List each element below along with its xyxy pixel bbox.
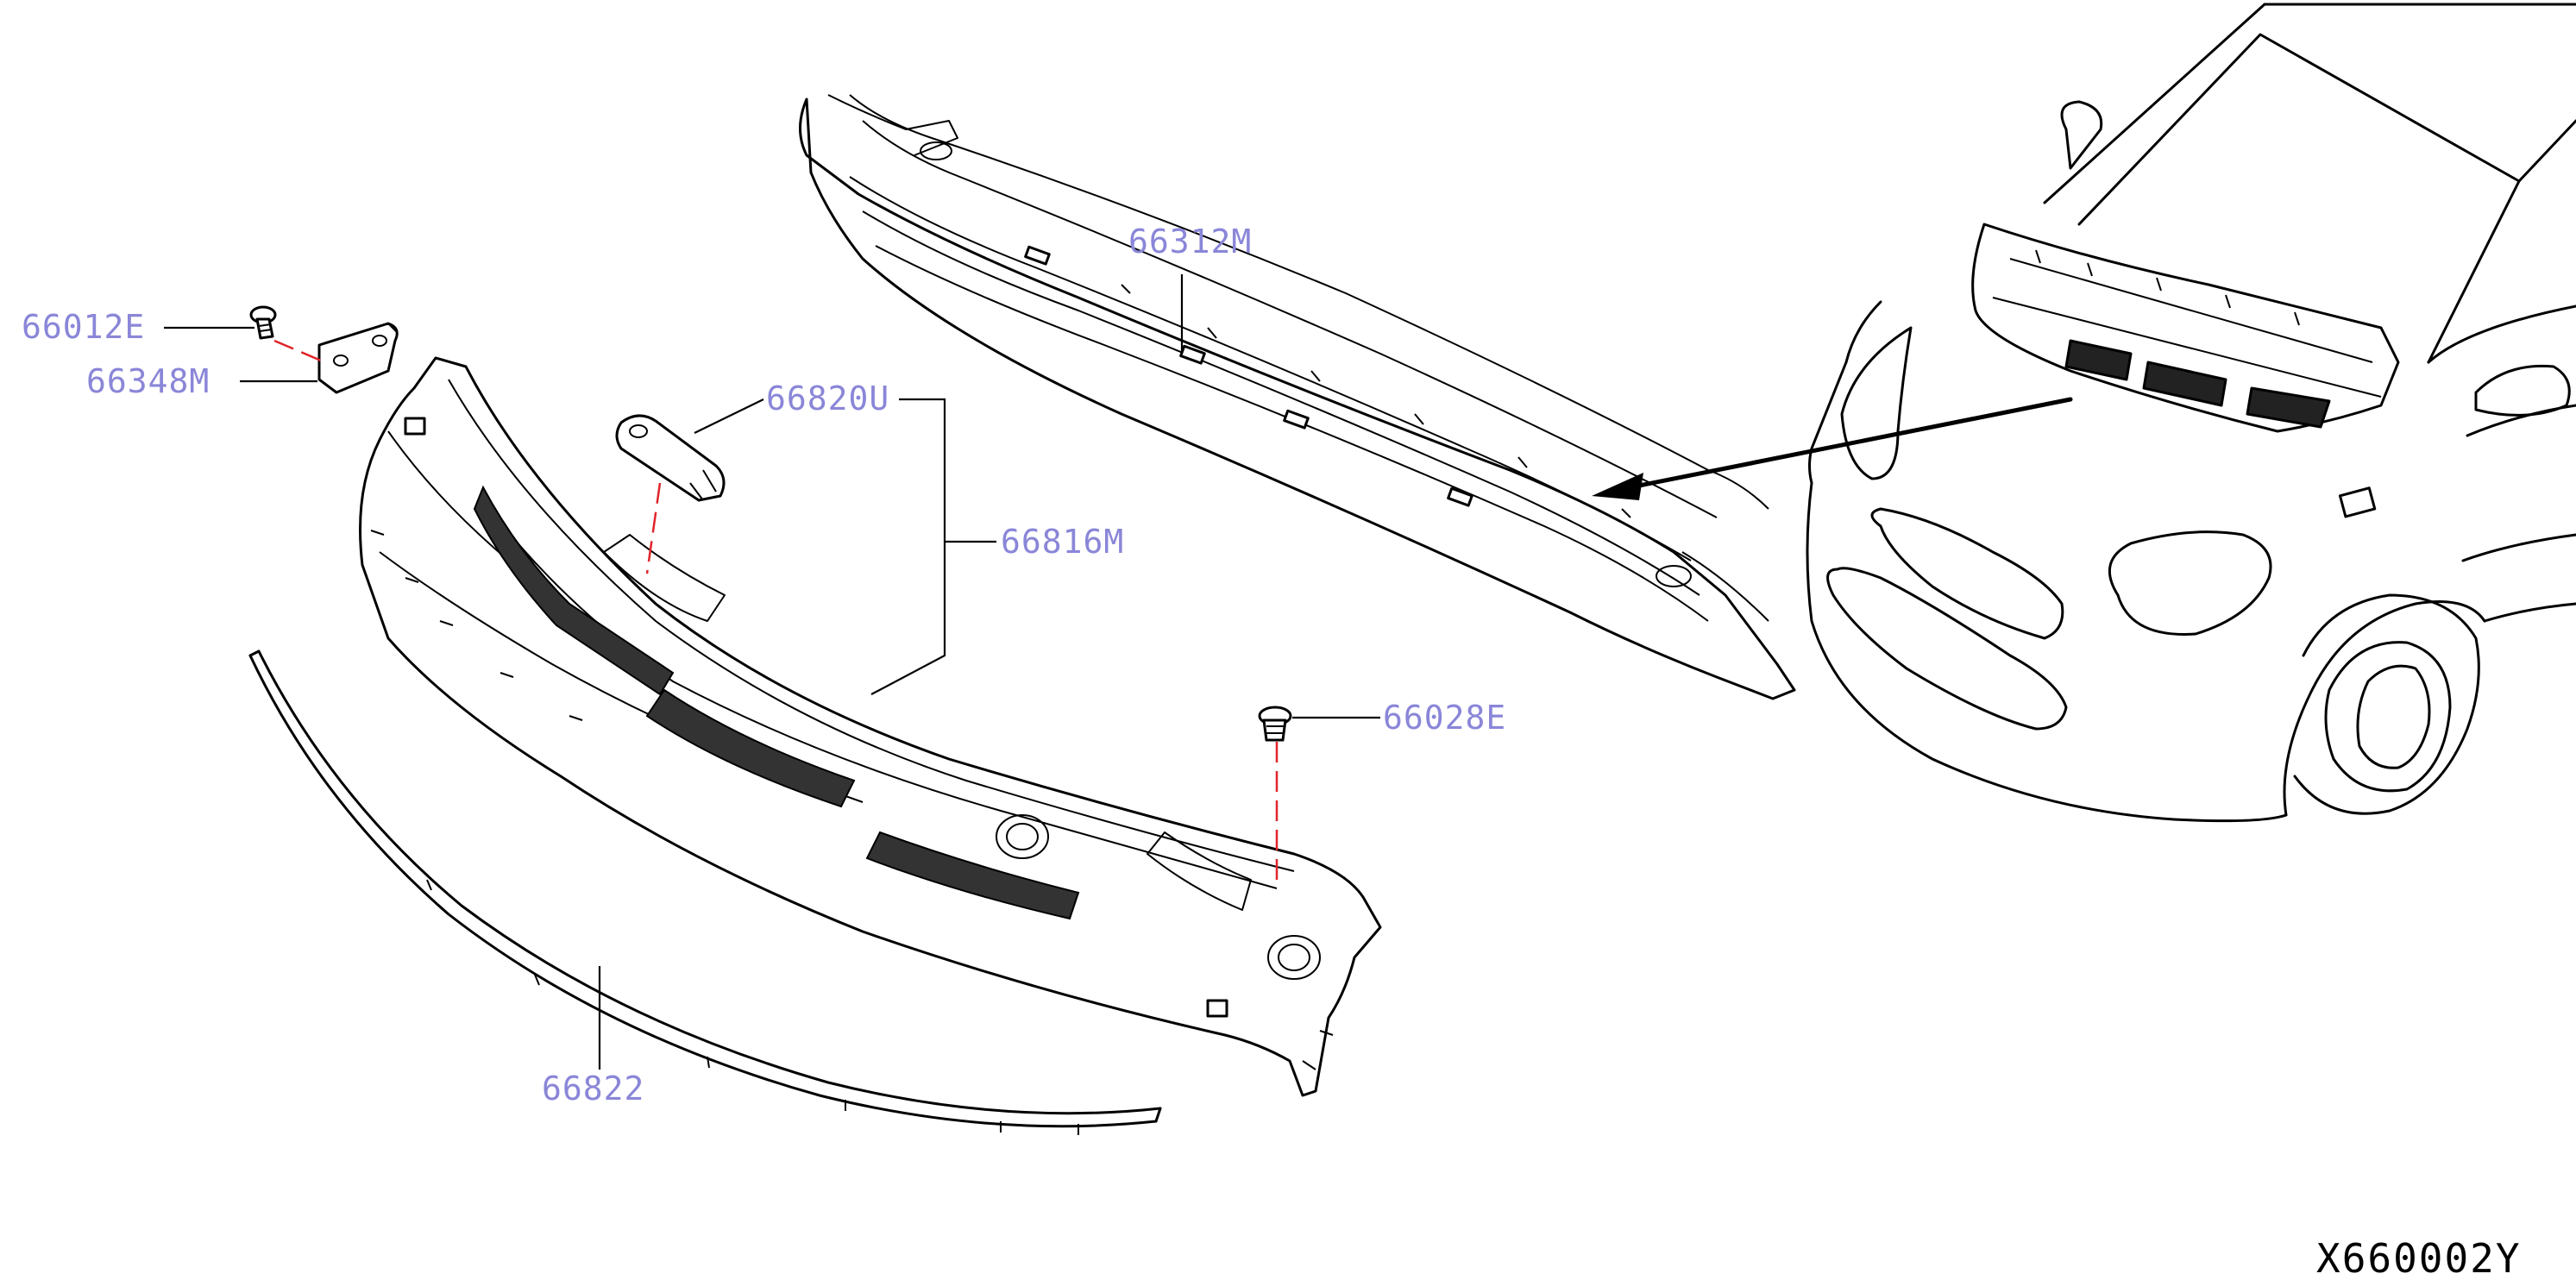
cowl-top-grille bbox=[359, 356, 1382, 1097]
cowl-cover-cap bbox=[615, 414, 726, 502]
label-66348M: 66348M bbox=[86, 362, 210, 400]
label-66012E: 66012E bbox=[22, 308, 145, 346]
label-66312M: 66312M bbox=[1128, 223, 1252, 260]
drawing-number: X660002Y bbox=[2316, 1235, 2522, 1280]
label-66822: 66822 bbox=[542, 1070, 644, 1107]
leader-lines bbox=[164, 274, 1380, 1070]
label-66028E: 66028E bbox=[1383, 699, 1506, 737]
grille-mesh-3 bbox=[865, 831, 1080, 920]
cowl-panel-upper bbox=[799, 94, 1796, 700]
assembly-lines bbox=[273, 339, 1279, 888]
cowl-seal bbox=[248, 649, 1162, 1135]
cowl-screw bbox=[249, 305, 277, 340]
label-66816M: 66816M bbox=[1001, 523, 1124, 561]
vehicle-outline bbox=[1592, 3, 2576, 823]
cowl-clip bbox=[1258, 706, 1292, 742]
grille-mesh-2 bbox=[645, 688, 856, 808]
vehicle-cowl-detail bbox=[1971, 223, 2400, 518]
part-labels: 66012E 66348M 66312M 66820U 66816M 66028… bbox=[22, 223, 1506, 1107]
label-66820U: 66820U bbox=[766, 380, 889, 417]
cowl-bracket bbox=[317, 322, 399, 394]
grille-mesh-1 bbox=[473, 485, 675, 696]
pointer-arrow bbox=[1615, 397, 2073, 493]
